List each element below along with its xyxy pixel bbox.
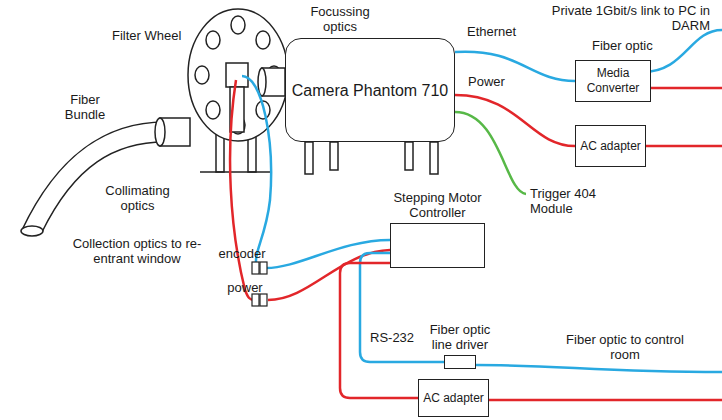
cable-label: Power (466, 74, 507, 89)
part-label: encoder (212, 246, 272, 261)
motor-controller-box (390, 223, 485, 268)
cable (455, 95, 575, 146)
part-label: Filter Wheel (112, 28, 187, 43)
cable-label: Ethernet (465, 24, 518, 39)
part-label: Focussing optics (300, 4, 380, 34)
outgoing-lines (476, 30, 722, 400)
node-label: Camera Phantom 710 (292, 83, 449, 98)
part-label: Fiber optic (592, 38, 662, 53)
filter-wheel (188, 9, 288, 172)
node-label: Media Converter (576, 66, 650, 96)
line-driver-box (444, 355, 476, 369)
camera-body: Camera Phantom 710 (285, 38, 455, 142)
trigger-wire (455, 112, 526, 194)
part-label: power (215, 280, 275, 295)
node-label-group: Media Converter (576, 66, 650, 96)
fiber-bundle (21, 118, 190, 236)
part-label: Fiber optic to control room (560, 332, 690, 362)
cable (360, 253, 444, 362)
part-label: Fiber Bundle (55, 92, 115, 122)
part-label: Trigger 404 Module (530, 186, 640, 216)
node-label: AC adapter (580, 139, 641, 154)
node-label: AC adapter (423, 391, 484, 406)
focussing-optics (258, 68, 285, 96)
node-label-group: Camera Phantom 710 (292, 83, 449, 98)
cable-label: RS-232 (368, 330, 416, 345)
node-heading: Stepping Motor Controller (380, 190, 495, 220)
media-converter: Media Converter (575, 60, 651, 102)
cable (340, 263, 418, 398)
node-label-group: AC adapter (423, 391, 484, 406)
ac-adapter: AC adapter (575, 125, 646, 167)
part-label: Collection optics to re-entrant window (62, 236, 212, 266)
node-label-group: AC adapter (580, 139, 641, 154)
ac-adapter: AC adapter (418, 379, 489, 417)
part-label: Collimating optics (95, 183, 180, 213)
line-driver: Fiber optic line driver (420, 322, 500, 369)
camera-legs (305, 142, 438, 174)
motor-controller: Stepping Motor Controller (380, 190, 495, 268)
node-heading: Fiber optic line driver (420, 322, 500, 352)
part-label: Private 1Gbit/s link to PC in DARM (520, 3, 710, 33)
